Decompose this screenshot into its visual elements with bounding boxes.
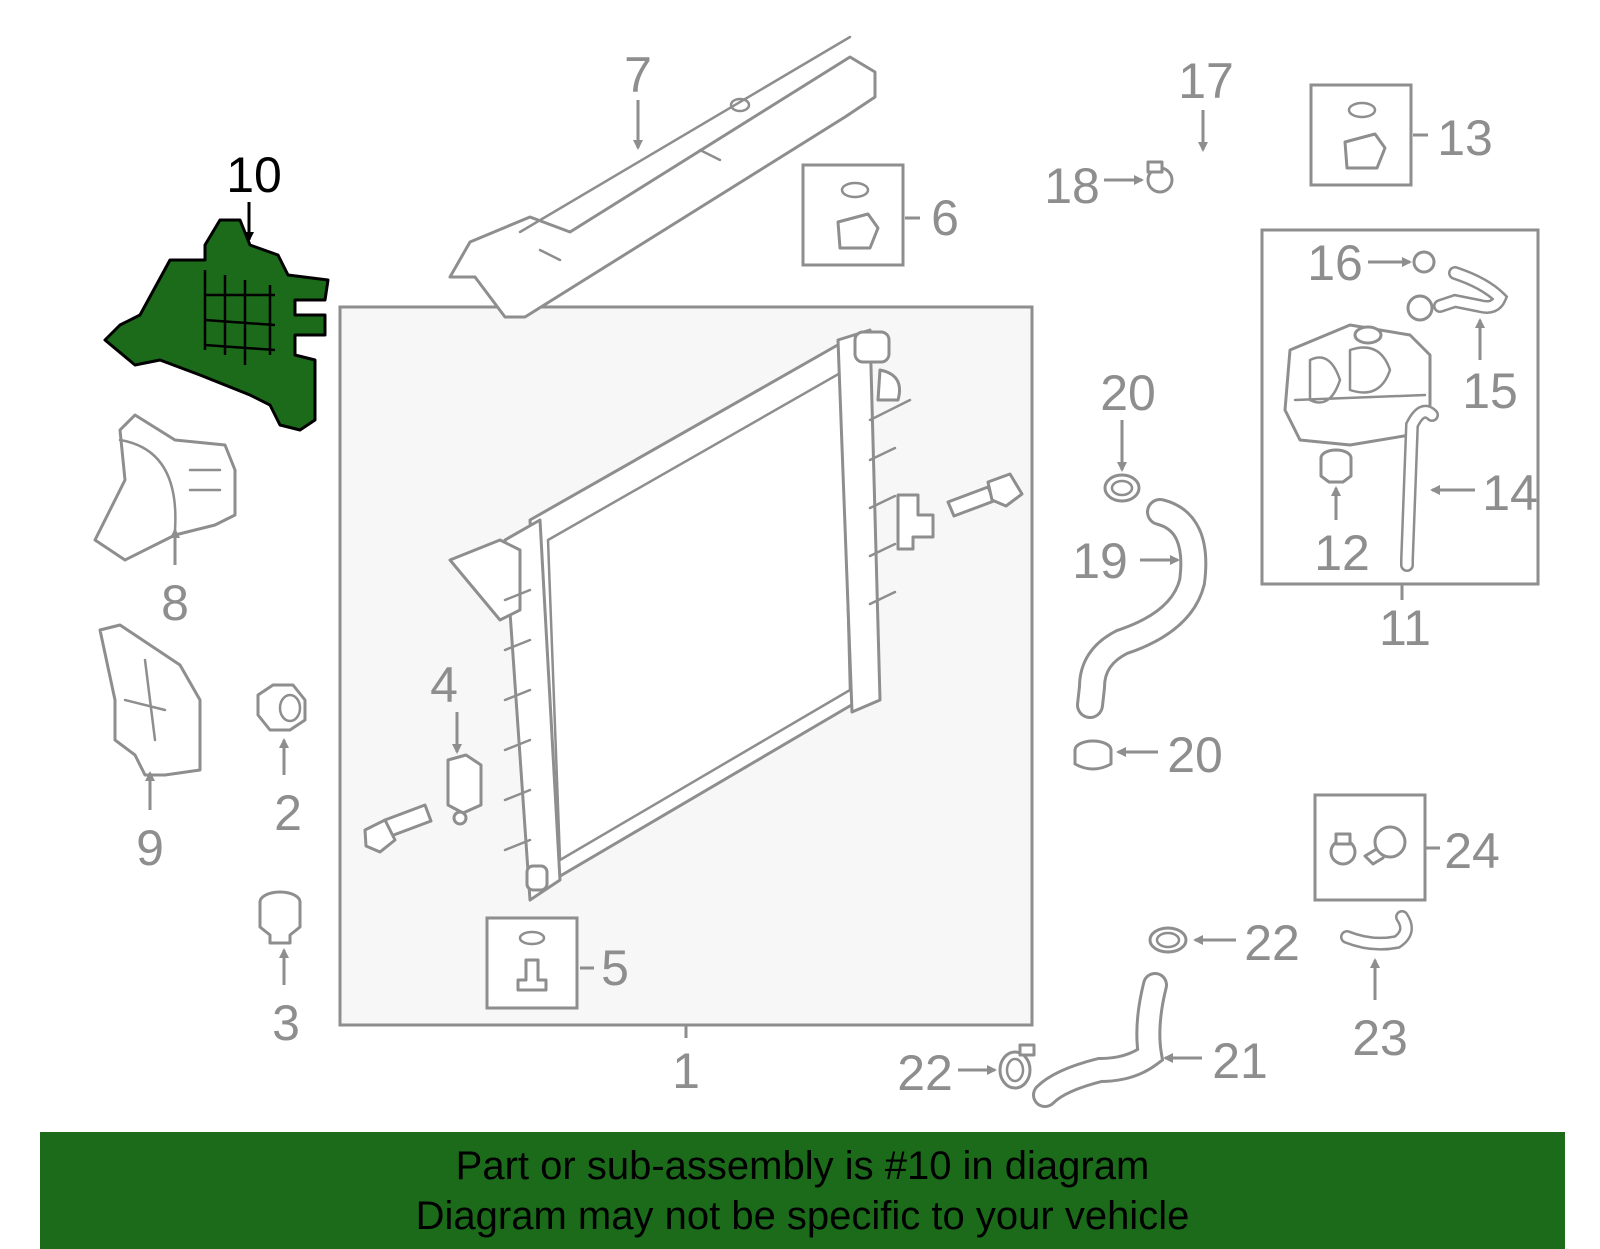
callout-11: 11	[1379, 600, 1431, 656]
callout-14: 14	[1482, 465, 1538, 521]
callout-22-lower: 22	[897, 1045, 953, 1101]
bolt-part[interactable]	[363, 803, 433, 854]
part-10-air-deflector[interactable]	[103, 218, 330, 432]
part-14-hose[interactable]	[1400, 404, 1439, 572]
callout-13: 13	[1437, 110, 1493, 166]
part-8-shield[interactable]	[93, 413, 237, 562]
o-ring-icon	[840, 181, 870, 199]
part-6-box[interactable]	[801, 163, 905, 267]
part-4-bracket[interactable]	[446, 753, 483, 826]
callout-20-lower: 20	[1167, 727, 1223, 783]
callout-12: 12	[1314, 525, 1370, 581]
callout-3: 3	[272, 995, 300, 1051]
callout-22-upper: 22	[1244, 915, 1300, 971]
banner-line-2: Diagram may not be specific to your vehi…	[415, 1193, 1190, 1238]
radiator-part[interactable]	[448, 328, 912, 902]
info-banner: Part or sub-assembly is #10 in diagram D…	[40, 1132, 1565, 1249]
callout-6: 6	[931, 190, 959, 246]
callout-19: 19	[1072, 533, 1128, 589]
bracket-part[interactable]	[896, 472, 1024, 551]
callout-4: 4	[430, 657, 458, 713]
part-21-hose[interactable]	[1032, 972, 1168, 1108]
o-ring-icon	[1347, 101, 1377, 119]
part-13-box[interactable]	[1309, 83, 1413, 187]
callout-9: 9	[136, 820, 164, 876]
callout-16: 16	[1307, 235, 1363, 291]
callout-20-upper: 20	[1100, 365, 1156, 421]
callout-10: 10	[226, 147, 282, 203]
part-9-shield[interactable]	[98, 623, 202, 777]
part-19-hose[interactable]	[1076, 498, 1208, 719]
part-3-insulator[interactable]	[258, 890, 302, 945]
clamp-pair-icon	[1329, 825, 1407, 866]
part-22-clamp-lower[interactable]	[998, 1043, 1036, 1090]
callout-7: 7	[624, 47, 652, 103]
callout-8: 8	[161, 575, 189, 631]
part-7-upper-support[interactable]	[448, 35, 877, 319]
reservoir-part[interactable]	[1283, 323, 1432, 447]
part-16-clamp[interactable]	[1406, 250, 1436, 322]
pin-part	[516, 958, 548, 992]
callout-24: 24	[1444, 823, 1500, 879]
callout-23: 23	[1352, 1010, 1408, 1066]
callout-21: 21	[1212, 1033, 1268, 1089]
callout-15: 15	[1462, 363, 1518, 419]
o-ring-icon	[518, 930, 546, 946]
part-18-clamp[interactable]	[1146, 160, 1174, 194]
parts-diagram: 4 5 1 7 6 10 8 9	[93, 35, 1540, 1108]
callout-18: 18	[1044, 158, 1100, 214]
callout-2: 2	[274, 785, 302, 841]
part-2-insulator[interactable]	[256, 683, 307, 732]
part-20-clamp-lower[interactable]	[1073, 739, 1113, 771]
part-22-clamp-upper[interactable]	[1148, 926, 1188, 954]
part-15-hose[interactable]	[1433, 266, 1509, 314]
mount-pad-part	[836, 212, 880, 250]
callout-5: 5	[601, 940, 629, 996]
callout-1: 1	[672, 1043, 700, 1099]
part-17-hose[interactable]	[1095, 160, 1218, 320]
part-12-cap[interactable]	[1319, 448, 1353, 484]
banner-line-1: Part or sub-assembly is #10 in diagram	[455, 1143, 1150, 1188]
part-20-clamp-upper[interactable]	[1103, 473, 1141, 503]
part-23-hose[interactable]	[1340, 910, 1413, 951]
mount-pad-part	[1343, 132, 1387, 170]
callout-17: 17	[1178, 53, 1234, 109]
